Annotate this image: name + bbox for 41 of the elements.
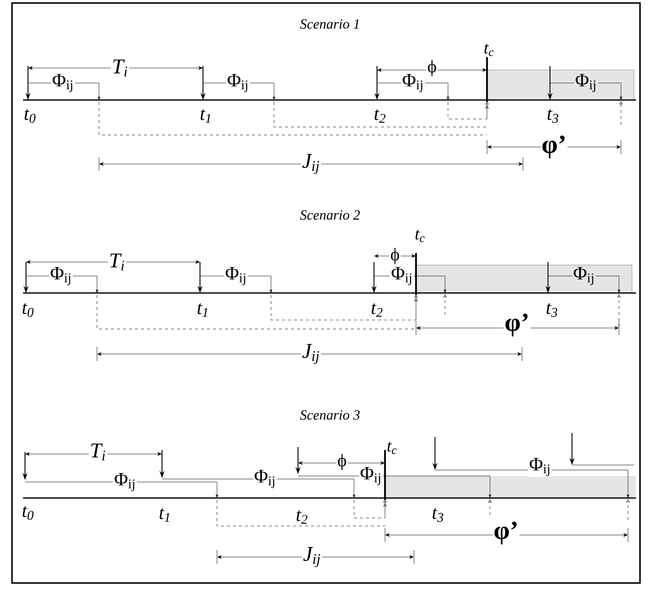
time-label: t$_{0}$ [22,303,34,317]
delay-label: Φ$_{ij}$ [226,72,250,94]
time-label: t$_{1}$ [200,109,210,123]
delay-label: Φ$_{ij}$ [572,266,596,286]
dimension-label: J$_{ij}$ [302,546,322,568]
dimension-label: ϕ [426,58,438,78]
scenario-title: Scenario 2 [300,210,360,220]
dimension-label: J$_{ij}$ [301,343,321,365]
delay-label: Φ$_{ij}$ [253,468,277,490]
time-label: t$_{3}$ [548,109,558,123]
dimension-label: J$_{ij}$ [301,153,321,175]
time-label: t$_{3}$ [546,303,558,317]
dimension-label: φ’ [540,134,568,160]
scenario-title: Scenario 3 [300,410,360,420]
delay-label: Φ$_{ij}$ [359,466,383,486]
dimension-label: T$_{i}$ [88,442,108,462]
deadline-label: t$_{c}$ [416,230,425,242]
delay-label: Φ$_{ij}$ [51,72,75,94]
time-label: t$_{2}$ [374,109,386,123]
time-label: t$_{2}$ [372,303,382,317]
time-label: t$_{0}$ [22,506,34,520]
time-label: t$_{1}$ [198,303,208,317]
deadline-label: t$_{c}$ [388,442,397,454]
deadline-label: t$_{c}$ [484,44,494,56]
dimension-label: T$_{i}$ [108,252,126,272]
time-label: t$_{2}$ [296,510,308,524]
delay-label: Φ$_{ij}$ [528,456,552,478]
delay-label: Φ$_{ij}$ [113,472,137,492]
dimension-label: T$_{i}$ [110,58,130,78]
time-label: t$_{1}$ [160,508,170,522]
dimension-label: φ’ [504,312,530,338]
scenario-title: Scenario 1 [300,19,359,29]
dimension-label: φ’ [492,520,520,546]
time-label: t$_{0}$ [24,109,36,123]
delay-label: Φ$_{ij}$ [574,72,598,94]
dimension-label: ϕ [336,452,348,472]
delay-label: Φ$_{ij}$ [49,266,73,286]
delay-label: Φ$_{ij}$ [401,72,425,94]
time-label: t$_{3}$ [432,508,444,522]
dimension-label: ϕ [389,246,401,266]
delay-label: Φ$_{ij}$ [224,266,248,286]
